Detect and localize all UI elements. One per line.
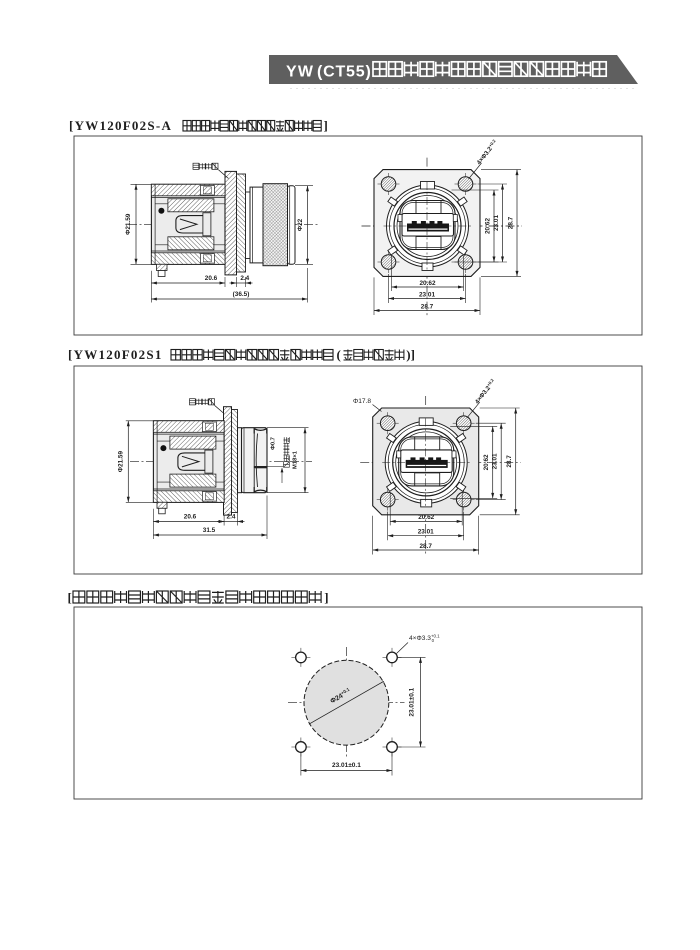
svg-text:(CT55): (CT55): [317, 64, 372, 81]
svg-text:M18×1: M18×1: [293, 450, 299, 469]
svg-text:23.01: 23.01: [492, 453, 499, 469]
svg-text:28.7: 28.7: [421, 303, 434, 310]
svg-text:(: (: [337, 347, 341, 362]
svg-text:20.6: 20.6: [205, 275, 218, 282]
svg-text:Φ21.59: Φ21.59: [117, 451, 124, 473]
svg-text:20.62: 20.62: [484, 218, 491, 234]
svg-text:20.6: 20.6: [184, 514, 197, 521]
svg-text:20.62: 20.62: [418, 514, 434, 521]
svg-text:[YW120F02S1: [YW120F02S1: [68, 347, 163, 362]
svg-text:Φ21.59: Φ21.59: [125, 213, 132, 235]
svg-text:23.01±0.1: 23.01±0.1: [409, 687, 416, 716]
svg-text:23.01: 23.01: [419, 291, 435, 298]
svg-text:[YW120F02S-A: [YW120F02S-A: [69, 118, 172, 133]
svg-text:Φ22: Φ22: [297, 218, 304, 231]
svg-text:28.7: 28.7: [507, 216, 514, 229]
svg-text:2.4: 2.4: [240, 275, 249, 282]
svg-text:20.62: 20.62: [483, 454, 490, 470]
svg-text:23.01±0.1: 23.01±0.1: [332, 762, 361, 769]
svg-text:23.01: 23.01: [418, 529, 434, 536]
svg-text:YW: YW: [286, 64, 314, 81]
svg-text:Φ0.7: Φ0.7: [270, 437, 276, 450]
svg-text:]: ]: [324, 118, 328, 133]
svg-text:20.62: 20.62: [420, 280, 436, 287]
svg-text:(36.5): (36.5): [233, 291, 250, 298]
svg-text:28.7: 28.7: [419, 543, 432, 550]
svg-text:[: [: [68, 590, 72, 605]
svg-text:23.01: 23.01: [493, 215, 500, 231]
svg-text:4×Φ3.3+0.10: 4×Φ3.3+0.10: [409, 634, 440, 644]
svg-text:2.4: 2.4: [227, 514, 236, 521]
svg-text:Φ17.8: Φ17.8: [353, 398, 371, 405]
svg-text:)]: )]: [406, 347, 415, 362]
svg-text:31.5: 31.5: [203, 527, 216, 534]
svg-text:28.7: 28.7: [506, 455, 513, 468]
svg-text:]: ]: [324, 590, 328, 605]
